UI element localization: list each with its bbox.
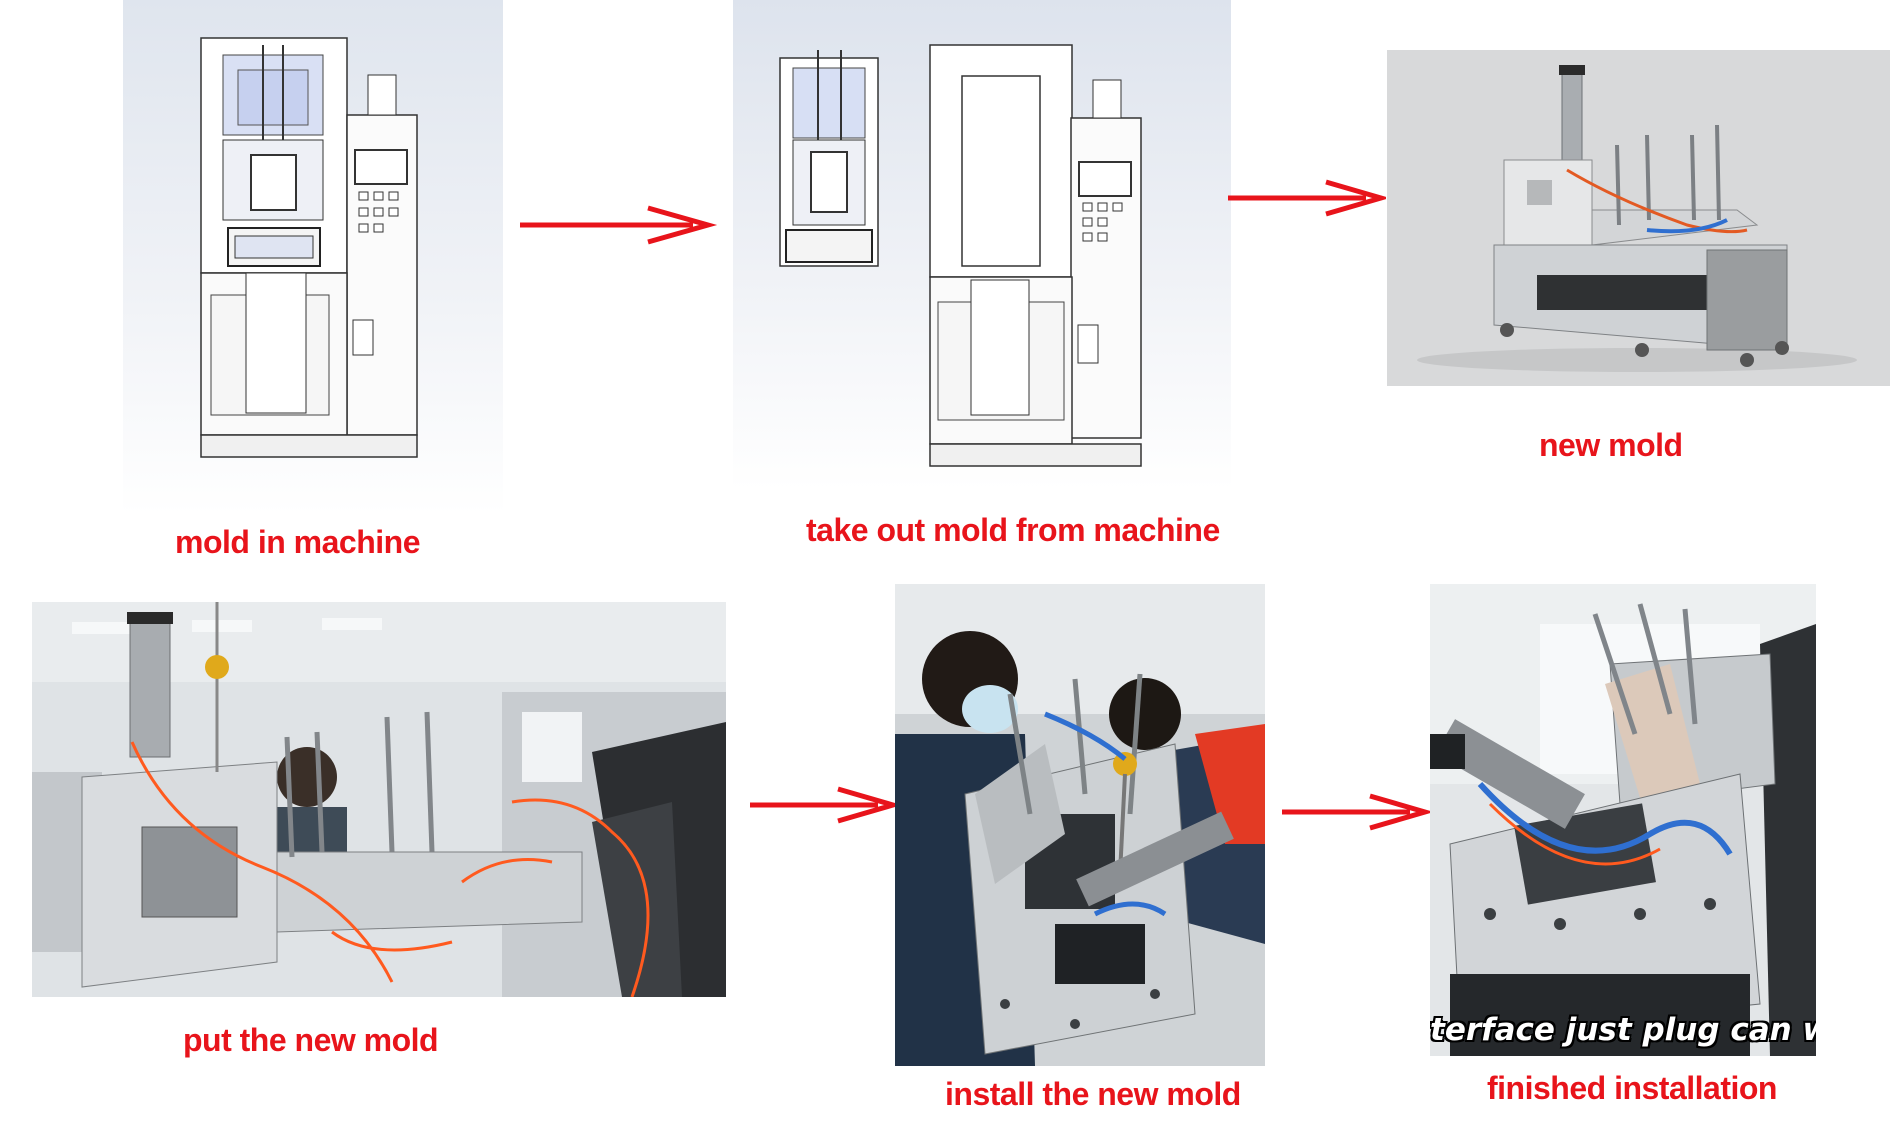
arrow-right-icon <box>1228 179 1386 217</box>
step3-caption: new mold <box>1539 427 1683 463</box>
step1-caption: mold in machine <box>175 524 420 560</box>
arrow-right-icon <box>1282 793 1430 831</box>
step3-image <box>1387 50 1890 386</box>
step2-image <box>733 0 1231 490</box>
arrow-right-icon <box>750 786 898 824</box>
video-subtitle: terface just plug can w <box>1430 1012 1816 1048</box>
new-mold-photo <box>1387 50 1890 386</box>
step6-caption: finished installation <box>1487 1070 1777 1106</box>
machine-cad-drawing <box>123 0 503 515</box>
step4-image <box>32 602 726 997</box>
workers-installing-mold-photo <box>895 584 1265 1066</box>
workshop-photo-put-mold <box>32 602 726 997</box>
step1-image <box>123 0 503 515</box>
step5-image <box>895 584 1265 1066</box>
step5-caption: install the new mold <box>945 1076 1241 1112</box>
finished-installation-photo <box>1430 584 1816 1056</box>
arrow-right-icon <box>520 205 718 245</box>
step6-image: terface just plug can w <box>1430 584 1816 1056</box>
machine-mold-removed-drawing <box>733 0 1231 490</box>
step2-caption: take out mold from machine <box>806 512 1220 548</box>
step4-caption: put the new mold <box>183 1022 439 1058</box>
